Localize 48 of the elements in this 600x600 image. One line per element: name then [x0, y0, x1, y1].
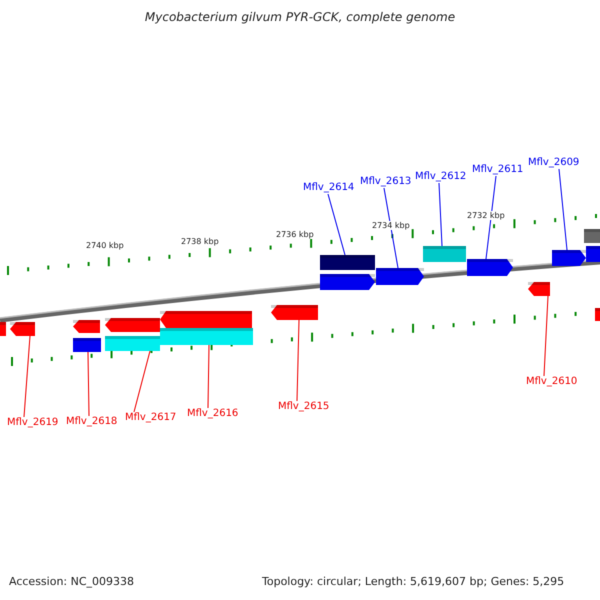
gene-label: Mflv_2615	[278, 401, 330, 413]
gene-label: Mflv_2612	[415, 171, 466, 183]
leader-line	[296, 320, 300, 402]
gene-feature	[423, 246, 466, 262]
gene-feature	[10, 322, 35, 336]
gene-feature	[271, 305, 318, 320]
gene-label: Mflv_2616	[187, 408, 238, 420]
scale-label: 2734 kbp	[372, 221, 410, 230]
leader-line	[208, 344, 210, 408]
footer-text: Accession: NC_009338	[9, 575, 134, 588]
gene-label: Mflv_2610	[526, 376, 578, 388]
gene-feature	[105, 318, 160, 332]
leader-line	[438, 182, 442, 246]
scale-label: 2738 kbp	[181, 237, 219, 246]
gene-label: Mflv_2618	[66, 416, 118, 428]
leader-line	[24, 336, 30, 418]
leader-line	[134, 350, 150, 412]
scale-label: 2736 kbp	[276, 230, 314, 239]
footer-text: Topology: circular; Length: 5,619,607 bp; Genes: 5,295	[262, 575, 564, 588]
gene-feature	[0, 322, 6, 336]
gene-feature	[376, 268, 424, 285]
gene-feature	[73, 320, 100, 333]
leader-line	[544, 296, 548, 376]
title: Mycobacterium gilvum PYR-GCK, complete genome	[144, 10, 456, 24]
gene-feature	[320, 255, 375, 270]
gene-feature	[586, 246, 600, 262]
leader-line	[558, 168, 568, 250]
scale-label: 2740 kbp	[86, 241, 124, 250]
leader-line	[88, 352, 90, 416]
gene-feature	[584, 229, 600, 243]
gene-label: Mflv_2609	[528, 157, 580, 169]
gene-feature	[73, 338, 101, 352]
gene-feature	[595, 308, 600, 321]
gene-label: Mflv_2614	[303, 182, 354, 194]
gene-feature	[467, 259, 513, 276]
gene-feature	[160, 328, 253, 345]
leader-line	[486, 176, 496, 260]
gene-feature	[105, 336, 160, 351]
gene-feature	[320, 274, 375, 290]
gene-label: Mflv_2619	[7, 417, 58, 429]
leader-line	[384, 188, 398, 268]
gene-feature	[528, 282, 550, 296]
gene-label: Mflv_2613	[360, 176, 412, 188]
gene-label: Mflv_2617	[125, 412, 176, 424]
gene-feature	[552, 250, 586, 266]
leader-line	[328, 194, 346, 256]
scale-label: 2732 kbp	[467, 211, 505, 220]
gene-label: Mflv_2611	[472, 164, 524, 176]
